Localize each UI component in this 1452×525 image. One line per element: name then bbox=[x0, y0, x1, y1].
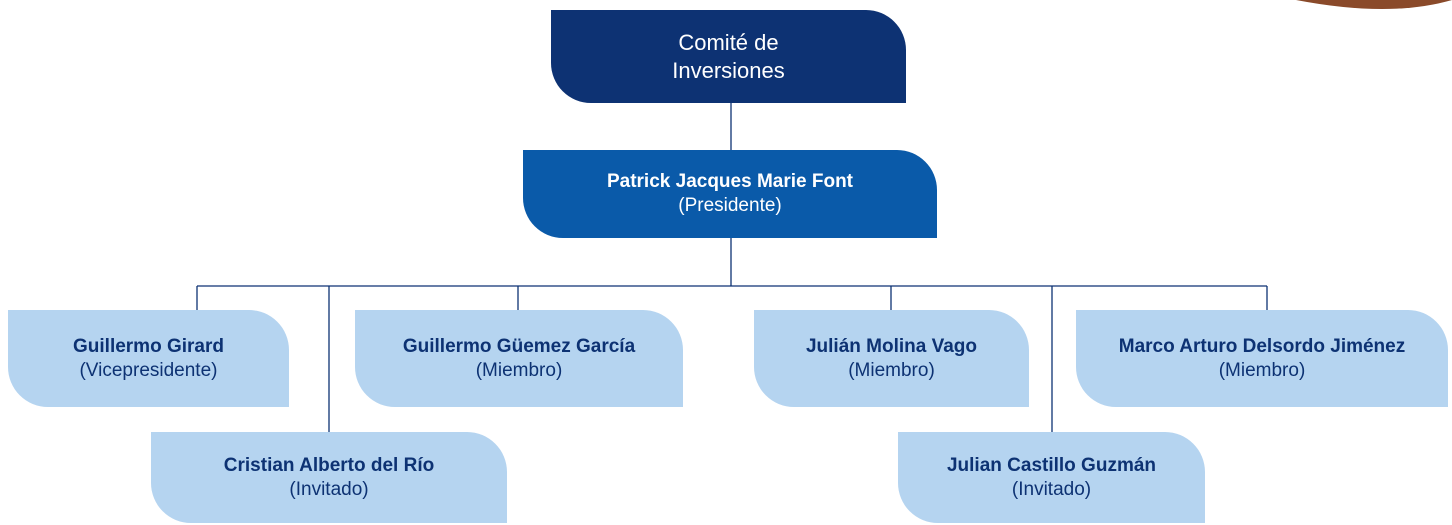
member-role: (Invitado) bbox=[289, 478, 369, 500]
member-node-delsordo: Marco Arturo Delsordo Jiménez (Miembro) bbox=[1076, 310, 1448, 407]
member-node-del-rio: Cristian Alberto del Río (Invitado) bbox=[151, 432, 507, 523]
president-role: (Presidente) bbox=[678, 195, 782, 216]
member-role: (Miembro) bbox=[848, 359, 935, 381]
member-node-girard: Guillermo Girard (Vicepresidente) bbox=[8, 310, 289, 407]
member-name: Guillermo Güemez García bbox=[402, 335, 636, 357]
member-node-guemez: Guillermo Güemez García (Miembro) bbox=[355, 310, 683, 407]
member-name: Julian Castillo Guzmán bbox=[946, 454, 1157, 476]
committee-title: Comité de Inversiones bbox=[672, 29, 785, 83]
photo-arc-shape bbox=[1296, 0, 1452, 9]
member-role: (Miembro) bbox=[1218, 359, 1306, 381]
member-node-castillo: Julian Castillo Guzmán (Invitado) bbox=[898, 432, 1205, 523]
member-name: Julián Molina Vago bbox=[805, 335, 978, 357]
member-role: (Invitado) bbox=[1011, 478, 1092, 500]
president-node: Patrick Jacques Marie Font (Presidente) bbox=[523, 150, 937, 238]
member-role: (Miembro) bbox=[475, 359, 563, 381]
member-node-molina: Julián Molina Vago (Miembro) bbox=[754, 310, 1029, 407]
member-role: (Vicepresidente) bbox=[79, 359, 218, 381]
member-name: Cristian Alberto del Río bbox=[223, 454, 435, 476]
president-name: Patrick Jacques Marie Font bbox=[606, 171, 854, 192]
member-name: Marco Arturo Delsordo Jiménez bbox=[1118, 335, 1406, 357]
committee-node: Comité de Inversiones bbox=[551, 10, 906, 103]
member-name: Guillermo Girard bbox=[73, 335, 224, 357]
